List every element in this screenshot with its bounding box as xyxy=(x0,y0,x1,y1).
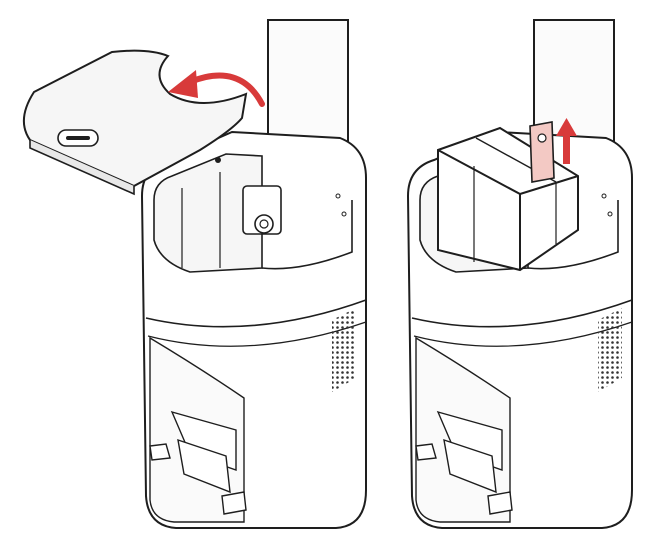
curved-red-arrow xyxy=(168,70,265,107)
pull-tab-icon xyxy=(529,121,555,183)
lid-icon xyxy=(23,49,248,196)
vent-grille-icon xyxy=(598,308,622,392)
vent-grille-icon xyxy=(332,308,356,392)
dust-bag-icon xyxy=(437,121,579,272)
panel-lift-bag xyxy=(406,19,633,529)
panel-remove-lid xyxy=(23,19,367,529)
base-station-left xyxy=(140,130,367,529)
up-red-arrow xyxy=(556,118,577,164)
